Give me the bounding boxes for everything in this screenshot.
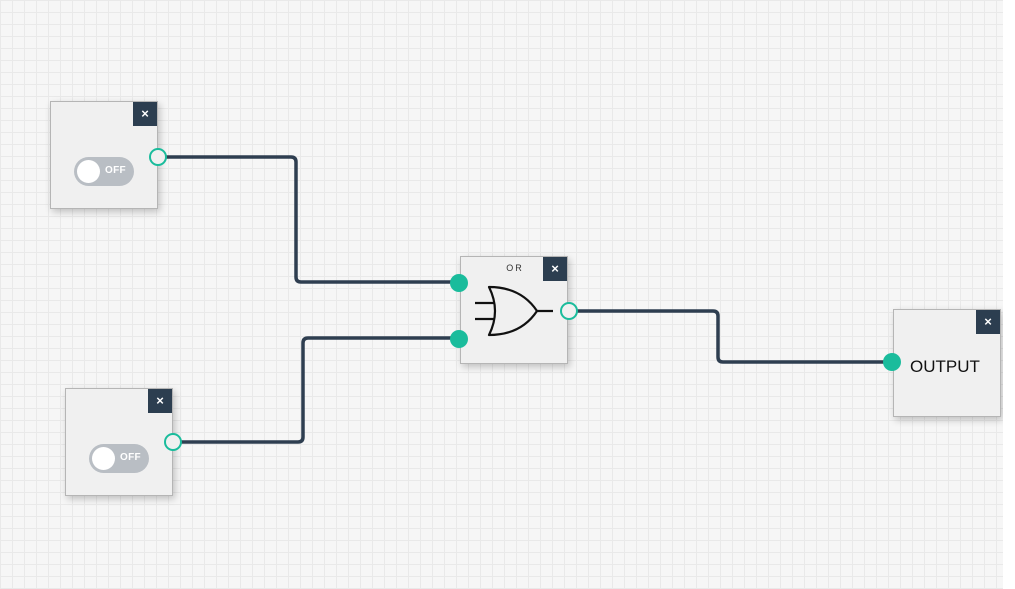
close-button[interactable]: × xyxy=(543,257,567,281)
output-node[interactable]: × OUTPUT xyxy=(893,309,1001,417)
or-gate-node[interactable]: OR × xyxy=(460,256,568,364)
toggle-state-label: OFF xyxy=(105,165,126,176)
output-label: OUTPUT xyxy=(910,357,980,376)
or-gate-icon xyxy=(475,285,553,337)
or-gate-input-port-2[interactable] xyxy=(450,330,468,348)
toggle-state-label: OFF xyxy=(120,452,141,463)
close-button[interactable]: × xyxy=(148,389,172,413)
toggle-knob xyxy=(92,447,115,470)
gate-title: OR xyxy=(506,263,524,273)
wire-switch1-to-or-input1[interactable] xyxy=(158,155,458,284)
toggle-switch[interactable]: OFF xyxy=(74,157,134,186)
switch-2-output-port[interactable] xyxy=(164,433,182,451)
switch-1-output-port[interactable] xyxy=(149,148,167,166)
close-button[interactable]: × xyxy=(133,102,157,126)
output-input-port[interactable] xyxy=(883,353,901,371)
wire-switch2-to-or-input2[interactable] xyxy=(173,336,458,444)
switch-node-1[interactable]: × OFF xyxy=(50,101,158,209)
toggle-switch[interactable]: OFF xyxy=(89,444,149,473)
toggle-knob xyxy=(77,160,100,183)
close-button[interactable]: × xyxy=(976,310,1000,334)
wire-or-output-to-output[interactable] xyxy=(568,309,892,364)
switch-node-2[interactable]: × OFF xyxy=(65,388,173,496)
or-gate-input-port-1[interactable] xyxy=(450,274,468,292)
or-gate-output-port[interactable] xyxy=(560,302,578,320)
